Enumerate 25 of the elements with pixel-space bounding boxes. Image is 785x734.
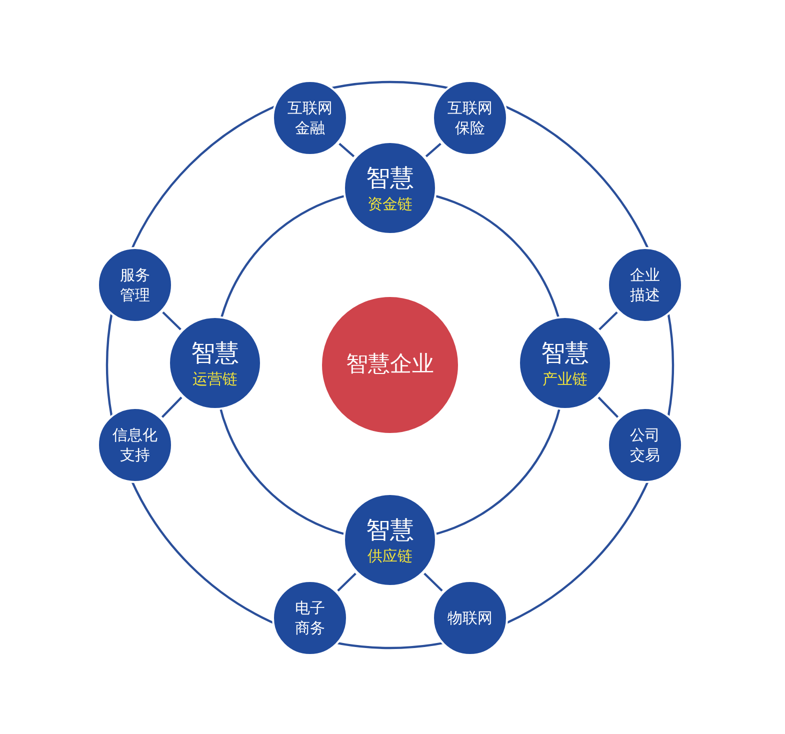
chain-title: 智慧: [541, 338, 589, 369]
chain-subtitle: 产业链: [542, 369, 588, 390]
chain-title: 智慧: [366, 514, 414, 546]
connector-line: [162, 311, 182, 330]
chain-subtitle: 资金链: [368, 194, 412, 214]
node-label: 电子商务: [294, 598, 326, 638]
connector-line: [598, 311, 618, 330]
center-label: 智慧企业: [346, 351, 434, 380]
chain-title: 智慧: [191, 338, 239, 369]
connector-line: [598, 396, 619, 418]
chain-title: 智慧: [366, 162, 414, 194]
node-label: 互联网保险: [446, 98, 494, 138]
connector-line: [424, 572, 443, 592]
chain-subtitle: 供应链: [368, 546, 412, 566]
connector-line: [338, 142, 355, 158]
node-label: 企业描述: [629, 264, 661, 306]
chain-subtitle: 运营链: [192, 369, 238, 390]
node-label: 信息化支持: [112, 424, 158, 466]
node-label: 公司交易: [629, 424, 661, 466]
connector-line: [425, 142, 442, 158]
node-label: 物联网: [446, 608, 494, 628]
connector-line: [161, 396, 182, 418]
connector-line: [337, 572, 356, 592]
node-label: 服务管理: [119, 264, 151, 306]
node-label: 互联网金融: [286, 98, 334, 138]
